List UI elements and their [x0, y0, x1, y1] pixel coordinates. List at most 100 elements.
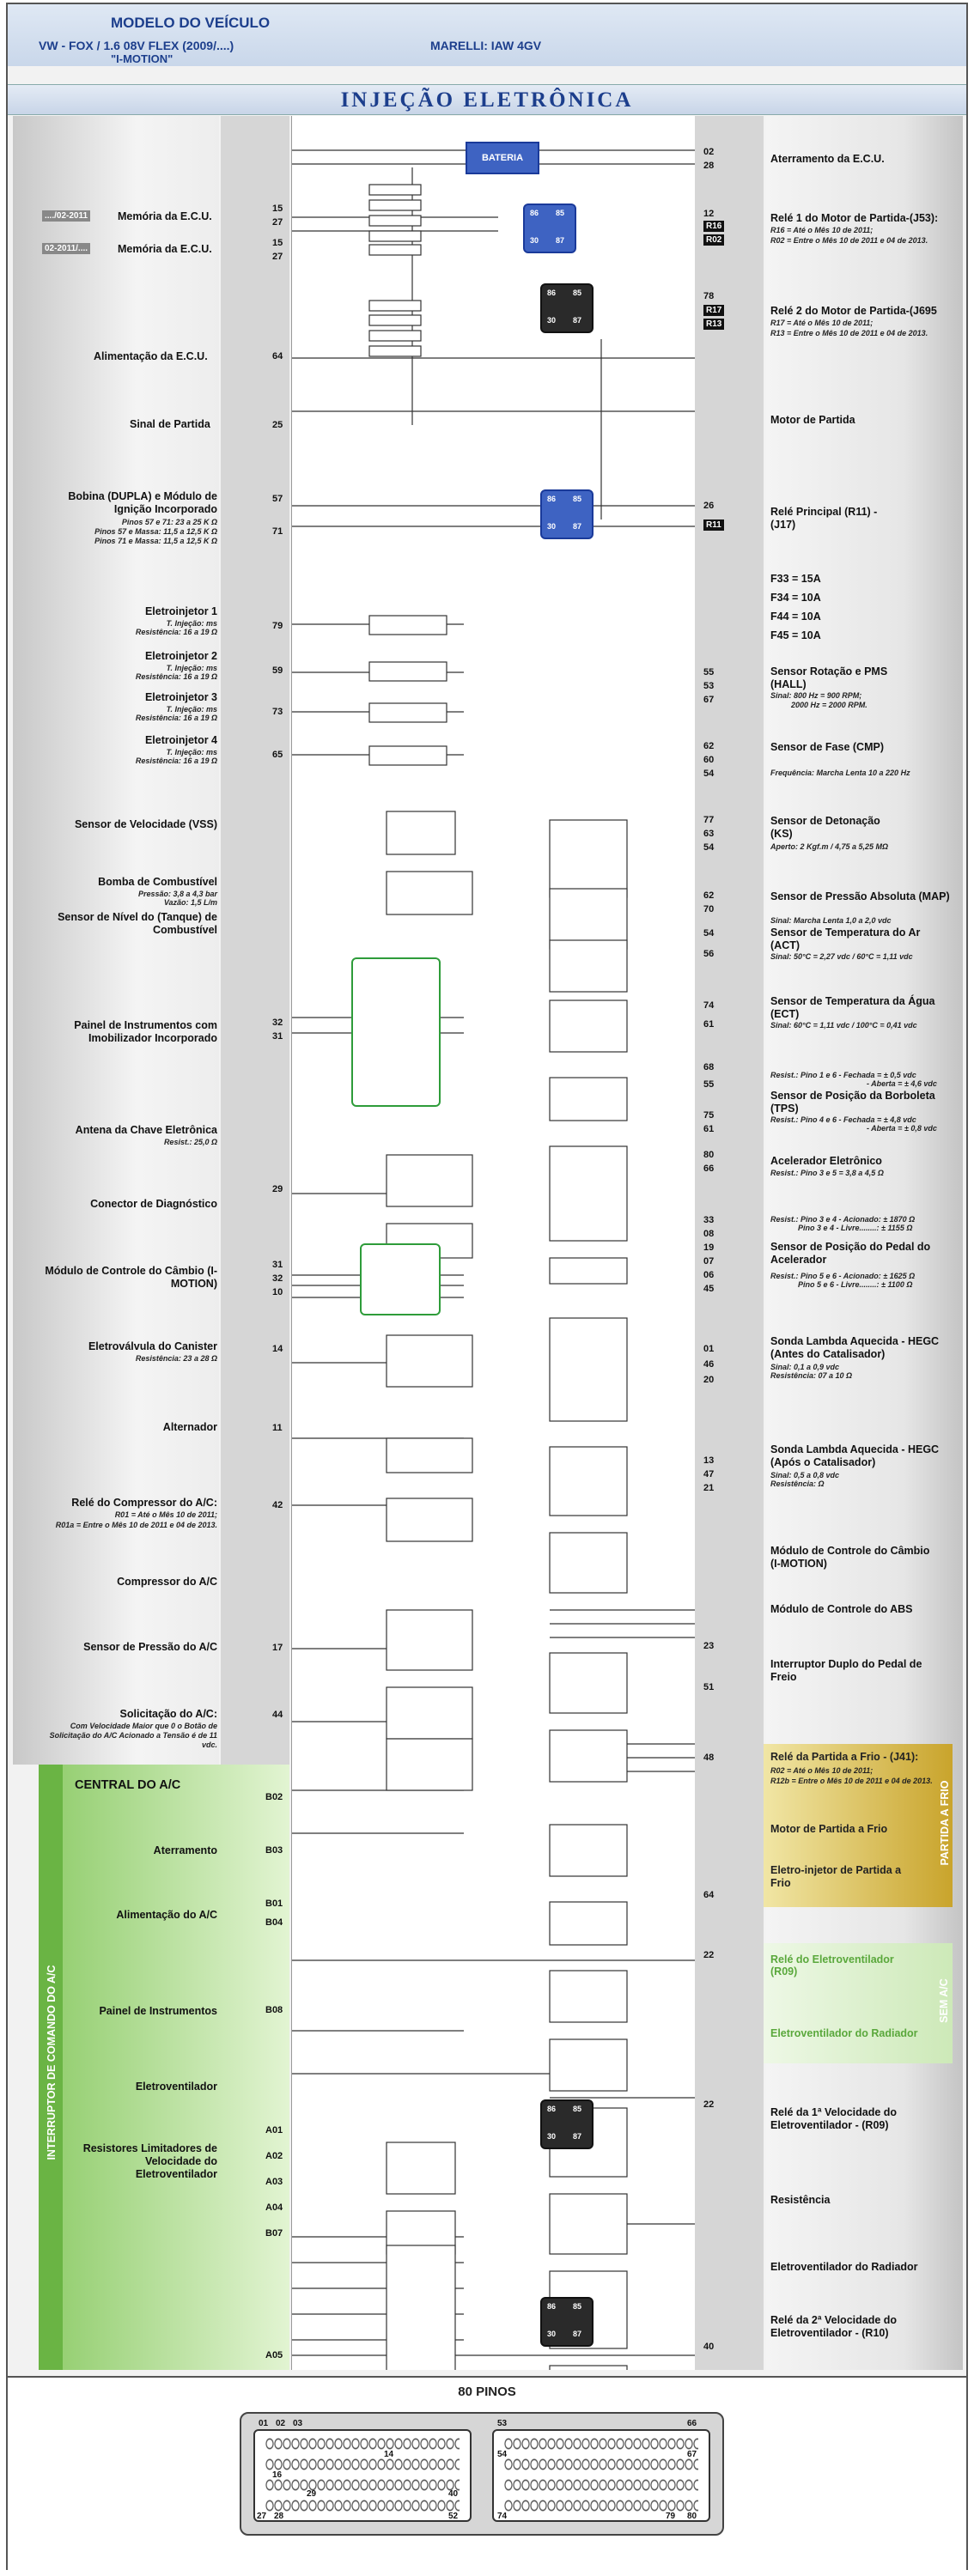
fase-spec: Frequência: Marcha Lenta 10 a 220 Hz — [770, 769, 910, 777]
connector-num: 66 — [687, 2419, 697, 2428]
pin-b02: B02 — [265, 1792, 283, 1802]
pin-25: 25 — [272, 420, 283, 430]
pin-15b: 15 — [272, 238, 283, 248]
map-spec: Sinal: Marcha Lenta 1,0 a 2,0 vdc — [770, 916, 892, 925]
pin-61: 61 — [703, 1019, 715, 1030]
pin-62b: 62 — [703, 890, 715, 901]
hegc1-spec-2: Resistência: 07 a 10 Ω — [770, 1371, 853, 1380]
pin-a01: A01 — [265, 2125, 283, 2136]
connector-num: 74 — [497, 2512, 508, 2521]
label-acelerador: Acelerador Eletrônico — [770, 1155, 882, 1167]
pin-44: 44 — [272, 1710, 283, 1720]
pin-a05: A05 — [265, 2350, 283, 2360]
injetor-4-spec-1: T. Injeção: ms — [166, 748, 217, 756]
connector-block-left: 01 02 03 14 16 27 28 29 40 52 — [253, 2419, 472, 2522]
acelerador-spec: Resist.: Pino 3 e 5 = 3,8 a 4,5 Ω — [770, 1169, 884, 1177]
label-abs: Módulo de Controle do ABS — [770, 1603, 913, 1615]
label-hegc1: Sonda Lambda Aquecida - HEGC (Antes do C… — [770, 1335, 940, 1360]
tag-r11: R11 — [703, 519, 724, 531]
pin-19: 19 — [703, 1242, 715, 1253]
pin-47: 47 — [703, 1469, 715, 1479]
pin-73: 73 — [272, 707, 283, 717]
connector-num: 16 — [272, 2470, 283, 2480]
connector-row — [265, 2500, 460, 2512]
pin-54c: 54 — [703, 928, 715, 939]
pin-07: 07 — [703, 1256, 715, 1267]
pin-80: 80 — [703, 1150, 715, 1160]
label-rele-eletroventilador: Relé do Eletroventilador (R09) — [770, 1953, 894, 1978]
label-motor-partida-frio: Motor de Partida a Frio — [770, 1823, 888, 1835]
central-ac-title: CENTRAL DO A/C — [75, 1778, 181, 1792]
connector-num: 54 — [497, 2450, 508, 2459]
sem-ac-panel: Relé do Eletroventilador (R09) Eletroven… — [764, 1943, 953, 2063]
pin-31: 31 — [272, 1031, 283, 1042]
pin-12: 12 — [703, 209, 715, 219]
label-aterramento-ac: Aterramento — [153, 1844, 217, 1856]
label-map: Sensor de Pressão Absoluta (MAP) — [770, 890, 950, 902]
label-injetor-3: Eletroinjetor 3 — [144, 691, 217, 703]
page-title: INJEÇÃO ELETRÔNICA — [340, 88, 634, 112]
pin-57: 57 — [272, 494, 283, 504]
label-rele-compressor: Relé do Compressor do A/C: — [71, 1497, 217, 1509]
pin-55: 55 — [703, 667, 715, 677]
connector-block-right: 53 66 54 67 74 79 80 — [492, 2419, 710, 2522]
bobina-spec-3: Pinos 71 e Massa: 11,5 a 12,5 K Ω — [94, 537, 217, 545]
connector-num: 67 — [687, 2450, 697, 2459]
label-injetor-4: Eletroinjetor 4 — [144, 734, 217, 746]
pin-60: 60 — [703, 755, 715, 765]
label-diagnostico: Conector de Diagnóstico — [90, 1198, 217, 1210]
right-pin-strip — [695, 116, 764, 2370]
pin-a04: A04 — [265, 2202, 283, 2213]
title-bar: INJEÇÃO ELETRÔNICA — [8, 84, 966, 115]
connector-row — [265, 2458, 460, 2470]
connector-num: 52 — [448, 2512, 459, 2521]
memory-tag-2: 02-2011/.... — [42, 243, 91, 254]
pin-32: 32 — [272, 1018, 283, 1028]
connector-num: 79 — [666, 2512, 676, 2521]
rele1-spec-2: R02 = Entre o Mês 10 de 2011 e 04 de 201… — [770, 236, 928, 245]
pin-32b: 32 — [272, 1273, 283, 1284]
pin-45: 45 — [703, 1284, 715, 1294]
rele2-spec-2: R13 = Entre o Mês 10 de 2011 e 04 de 201… — [770, 329, 928, 337]
label-injetor-2: Eletroinjetor 2 — [144, 650, 217, 662]
connector-row — [504, 2438, 698, 2450]
injetor-2-spec-2: Resistência: 16 a 19 Ω — [135, 672, 217, 681]
connector-pins-title: 80 PINOS — [458, 2385, 516, 2399]
pin-31b: 31 — [272, 1260, 283, 1270]
act-spec: Sinal: 50°C = 2,27 vdc / 60°C = 1,11 vdc — [770, 952, 913, 961]
partida-frio-vertical-text: PARTIDA A FRIO — [939, 1780, 951, 1866]
pin-06: 06 — [703, 1270, 715, 1280]
pin-54: 54 — [703, 769, 715, 779]
injetor-1-spec-1: T. Injeção: ms — [166, 619, 217, 628]
pin-b04: B04 — [265, 1917, 283, 1928]
label-fase: Sensor de Fase (CMP) — [770, 741, 884, 753]
pin-75: 75 — [703, 1110, 715, 1121]
pin-62: 62 — [703, 741, 715, 751]
label-solicitacao: Solicitação do A/C: — [119, 1708, 217, 1720]
tps-spec-3: Resist.: Pino 4 e 6 - Fechada = ± 4,8 vd… — [770, 1115, 916, 1124]
bobina-spec-2: Pinos 57 e Massa: 11,5 a 12,5 K Ω — [94, 527, 217, 536]
label-rele2-partida: Relé 2 do Motor de Partida-(J695 — [770, 305, 937, 317]
pin-22b: 22 — [703, 2099, 715, 2110]
label-eletroventilador-radiador-2: Eletroventilador do Radiador — [770, 2261, 918, 2273]
connector-num: 29 — [307, 2489, 317, 2499]
label-rele-vel1: Relé da 1ª Velocidade do Eletroventilado… — [770, 2106, 898, 2131]
label-resistencia: Resistência — [770, 2194, 831, 2206]
pin-a03: A03 — [265, 2177, 283, 2187]
tag-r16: R16 — [703, 221, 725, 232]
pin-68: 68 — [703, 1062, 715, 1072]
pin-40: 40 — [703, 2342, 715, 2352]
central-ac-panel — [39, 1765, 289, 2370]
tps-spec-2: - Aberta = ± 4,6 vdc — [867, 1079, 937, 1088]
pin-29: 29 — [272, 1184, 283, 1194]
pin-66: 66 — [703, 1163, 715, 1174]
pedal-spec-4: Pino 5 e 6 - Livre........: ± 1100 Ω — [798, 1280, 913, 1289]
tag-r13: R13 — [703, 319, 725, 330]
tag-r02: R02 — [703, 234, 725, 246]
label-bobina: Bobina (DUPLA) e Módulo de Ignição Incor… — [68, 490, 217, 515]
memory-tag-1: ..../02-2011 — [42, 210, 91, 222]
label-rele1-partida: Relé 1 do Motor de Partida-(J53): — [770, 212, 939, 224]
